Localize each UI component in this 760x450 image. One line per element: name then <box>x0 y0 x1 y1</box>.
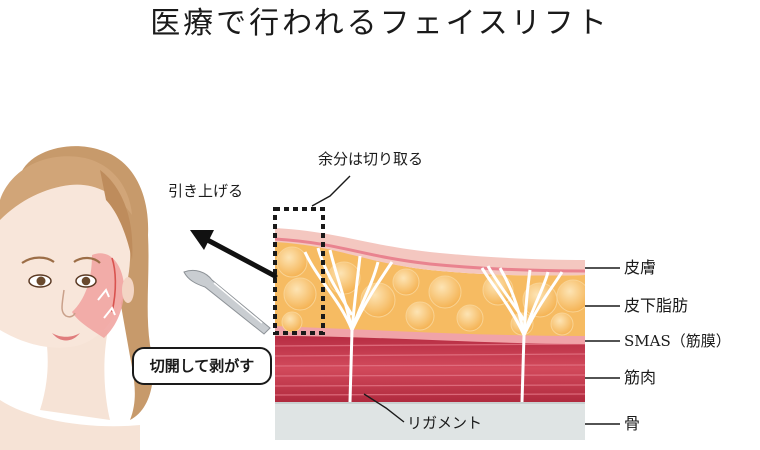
excess-cut-box <box>273 207 325 335</box>
skin-layer <box>275 228 585 276</box>
bone-layer <box>275 400 585 440</box>
ligament-group <box>303 247 564 403</box>
lift-label: 引き上げる <box>168 182 244 200</box>
lift-arrow-icon <box>190 230 278 279</box>
woman-face-illustration <box>0 146 154 450</box>
layer-label-skin: 皮膚 <box>624 258 657 277</box>
leader-lines <box>311 175 620 425</box>
ligament-label: リガメント <box>407 414 483 432</box>
layer-label-muscle: 筋肉 <box>624 368 657 387</box>
skin-cross-section <box>275 228 585 440</box>
incise-peel-callout: 切開して剥がす <box>132 347 272 385</box>
page-title: 医療で行われるフェイスリフト <box>150 6 610 41</box>
layer-label-smas: SMAS（筋膜） <box>624 332 731 350</box>
scalpel-icon <box>183 269 271 335</box>
layer-label-bone: 骨 <box>624 414 641 433</box>
excess-cut-label: 余分は切り取る <box>318 150 424 168</box>
layer-label-fat: 皮下脂肪 <box>624 296 689 315</box>
